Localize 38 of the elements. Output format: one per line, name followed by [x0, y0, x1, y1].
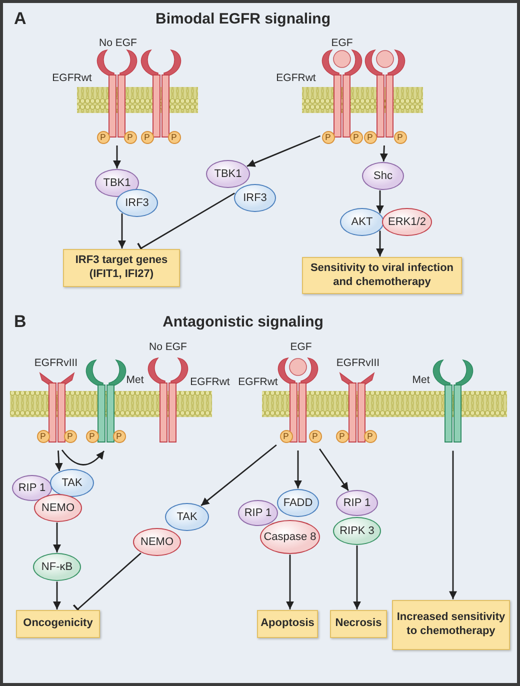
outcome-box: Increased sensitivity to chemotherapy — [392, 600, 510, 650]
receptor-label: EGFRvIII — [34, 357, 78, 369]
receptor-label: No EGF — [99, 37, 137, 49]
arrow — [113, 146, 121, 168]
outcome-box: IRF3 target genes (IFIT1, IFI27) — [63, 249, 180, 287]
receptor-label: EGFRwt — [52, 72, 92, 84]
arrow — [319, 448, 349, 491]
arrow — [53, 582, 61, 610]
arrow — [376, 190, 384, 214]
arrow — [353, 546, 361, 610]
arrow — [54, 450, 63, 472]
receptor-label: Met — [412, 374, 430, 386]
arrow — [200, 444, 277, 506]
arrow — [294, 450, 302, 488]
receptor-label: EGF — [290, 341, 312, 353]
panel-title: Antagonistic signaling — [162, 314, 324, 330]
outcome-box: Apoptosis — [257, 610, 318, 638]
arrow — [376, 230, 384, 256]
arrow — [449, 450, 457, 600]
receptor-label: EGFRwt — [238, 376, 278, 388]
outcome-box: Oncogenicity — [16, 610, 100, 638]
receptor-label: No EGF — [149, 341, 187, 353]
receptor-label: EGFRwt — [276, 72, 316, 84]
arrow — [286, 554, 294, 610]
outcome-box: Necrosis — [330, 610, 387, 638]
receptor-label: Met — [126, 374, 144, 386]
arrow — [246, 135, 321, 167]
panel-title: Bimodal EGFR signaling — [156, 10, 330, 28]
arrow — [53, 522, 61, 552]
panel-letter: B — [14, 312, 26, 332]
receptor-label: EGF — [331, 37, 353, 49]
outcome-box: Sensitivity to viral infection and chemotherapy — [302, 257, 462, 294]
arrow — [118, 213, 126, 248]
receptor-label: EGFRvIII — [336, 357, 380, 369]
arrow — [61, 450, 105, 466]
panel-letter: A — [14, 9, 26, 29]
arrow — [380, 145, 388, 162]
receptor-label: EGFRwt — [190, 376, 230, 388]
